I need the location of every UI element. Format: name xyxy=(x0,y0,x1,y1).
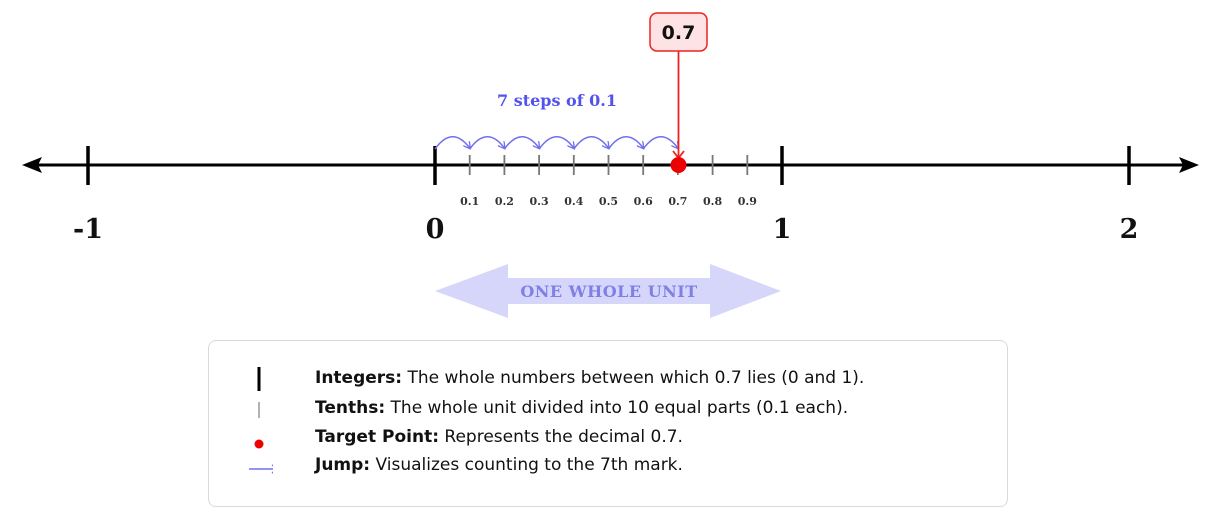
one-whole-unit-arrow xyxy=(435,264,781,318)
left-arrowhead-icon xyxy=(22,157,42,173)
jump-arrow xyxy=(503,136,539,149)
callout-value: 0.7 xyxy=(662,22,696,44)
jump-arrow xyxy=(573,136,609,149)
legend-term: Tenths: xyxy=(315,398,386,418)
legend-description: The whole numbers between which 0.7 lies… xyxy=(407,368,865,388)
steps-label: 7 steps of 0.1 xyxy=(497,91,617,110)
integer-label: 0 xyxy=(426,214,445,245)
jump-arrow xyxy=(607,136,644,149)
thin-tick-icon xyxy=(233,396,273,422)
legend-term: Integers: xyxy=(315,368,403,388)
right-arrowhead-icon xyxy=(1179,157,1199,173)
legend-description: Visualizes counting to the 7th mark. xyxy=(375,455,683,475)
tenth-label: 0.3 xyxy=(530,195,549,208)
integer-label: -1 xyxy=(73,214,103,245)
legend-description: Represents the decimal 0.7. xyxy=(444,427,683,447)
target-callout: 0.7 xyxy=(649,12,708,160)
unit-label: ONE WHOLE UNIT xyxy=(520,282,697,301)
tenth-label: 0.2 xyxy=(495,195,514,208)
legend-item-target-point: Target Point: Represents the decimal 0.7… xyxy=(209,425,1007,451)
integer-label: 1 xyxy=(773,214,792,245)
legend-item-integers: Integers: The whole numbers between whic… xyxy=(209,366,1007,392)
legend-item-tenths: Tenths: The whole unit divided into 10 e… xyxy=(209,396,1007,422)
legend-item-jump: Jump: Visualizes counting to the 7th mar… xyxy=(209,453,1007,479)
jump-arrow xyxy=(469,136,505,149)
jump-arrow xyxy=(434,136,470,149)
tenth-label: 0.1 xyxy=(460,195,479,208)
target-point xyxy=(670,157,687,173)
tenth-label: 0.7 xyxy=(668,195,687,208)
arrow-icon xyxy=(233,453,280,479)
legend-term: Jump: xyxy=(315,455,371,475)
legend-term: Target Point: xyxy=(315,427,439,447)
jump-arrow xyxy=(538,136,574,149)
legend-description: The whole unit divided into 10 equal par… xyxy=(390,398,849,418)
tenth-label: 0.4 xyxy=(564,195,583,208)
tenth-label: 0.6 xyxy=(634,195,653,208)
jump-arrow xyxy=(642,136,678,149)
legend-box: Integers: The whole numbers between whic… xyxy=(208,340,1008,507)
red-dot-icon xyxy=(233,425,273,451)
tenth-label: 0.9 xyxy=(738,195,757,208)
thick-tick-icon xyxy=(233,366,273,392)
tenth-label: 0.8 xyxy=(703,195,722,208)
integer-label: 2 xyxy=(1120,214,1139,245)
tenth-label: 0.5 xyxy=(599,195,618,208)
